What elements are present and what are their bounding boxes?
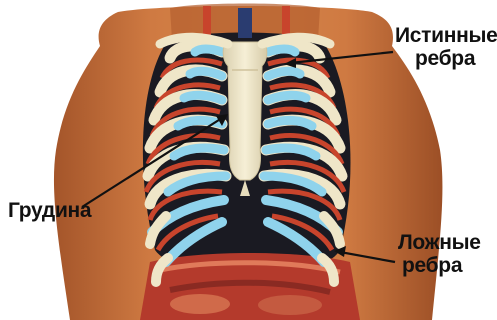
neck-vessel	[238, 8, 252, 38]
false-ribs-label-line1: Ложные	[398, 231, 481, 254]
true-ribs-label: Истинные ребра	[395, 24, 497, 70]
true-ribs-label-line2: ребра	[395, 47, 497, 70]
false-ribs-label-line2: ребра	[398, 254, 481, 277]
sternum-label: Грудина	[8, 199, 91, 222]
false-ribs-label: Ложные ребра	[398, 231, 481, 277]
true-ribs-label-line1: Истинные	[395, 24, 497, 47]
